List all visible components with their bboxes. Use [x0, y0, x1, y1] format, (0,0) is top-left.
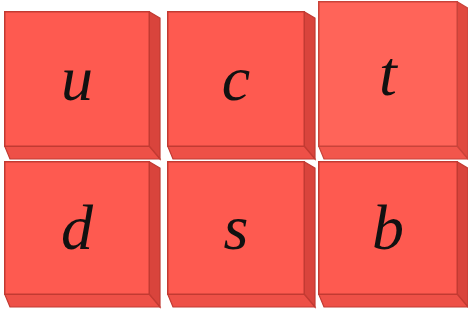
cube-front-face: t	[318, 1, 458, 147]
cube-side	[457, 2, 468, 159]
cube-bottom	[168, 146, 315, 159]
quark-cube: b	[318, 161, 468, 309]
quark-cube: u	[4, 11, 162, 161]
quark-symbol: u	[61, 47, 93, 111]
cube-side	[457, 162, 468, 307]
cube-front-face: s	[167, 161, 305, 295]
quark-cube: t	[318, 1, 468, 161]
cube-bottom	[319, 294, 468, 307]
cube-side	[149, 162, 160, 307]
cube-side	[304, 162, 315, 307]
cube-front-face: b	[318, 161, 458, 295]
cube-front	[5, 12, 150, 147]
quark-symbol: b	[372, 196, 404, 260]
cube-front	[168, 162, 305, 295]
cube-front	[319, 2, 458, 147]
cube-bottom	[5, 146, 160, 159]
cube-front	[5, 162, 150, 295]
cube-side	[304, 12, 315, 159]
cube-side	[149, 12, 160, 159]
cube-bottom	[5, 294, 160, 307]
cube-front	[168, 12, 305, 147]
cube-front-face: d	[4, 161, 150, 295]
cube-bottom	[168, 294, 315, 307]
quark-symbol: d	[61, 196, 93, 260]
quark-cube: s	[167, 161, 317, 309]
cube-bottom	[319, 146, 468, 159]
quark-symbol: t	[379, 42, 397, 106]
quark-symbol: s	[224, 196, 249, 260]
quark-cube: c	[167, 11, 317, 161]
quark-symbol: c	[222, 47, 250, 111]
quark-cube: d	[4, 161, 162, 309]
cube-front	[319, 162, 458, 295]
cube-front-face: u	[4, 11, 150, 147]
cube-front-face: c	[167, 11, 305, 147]
